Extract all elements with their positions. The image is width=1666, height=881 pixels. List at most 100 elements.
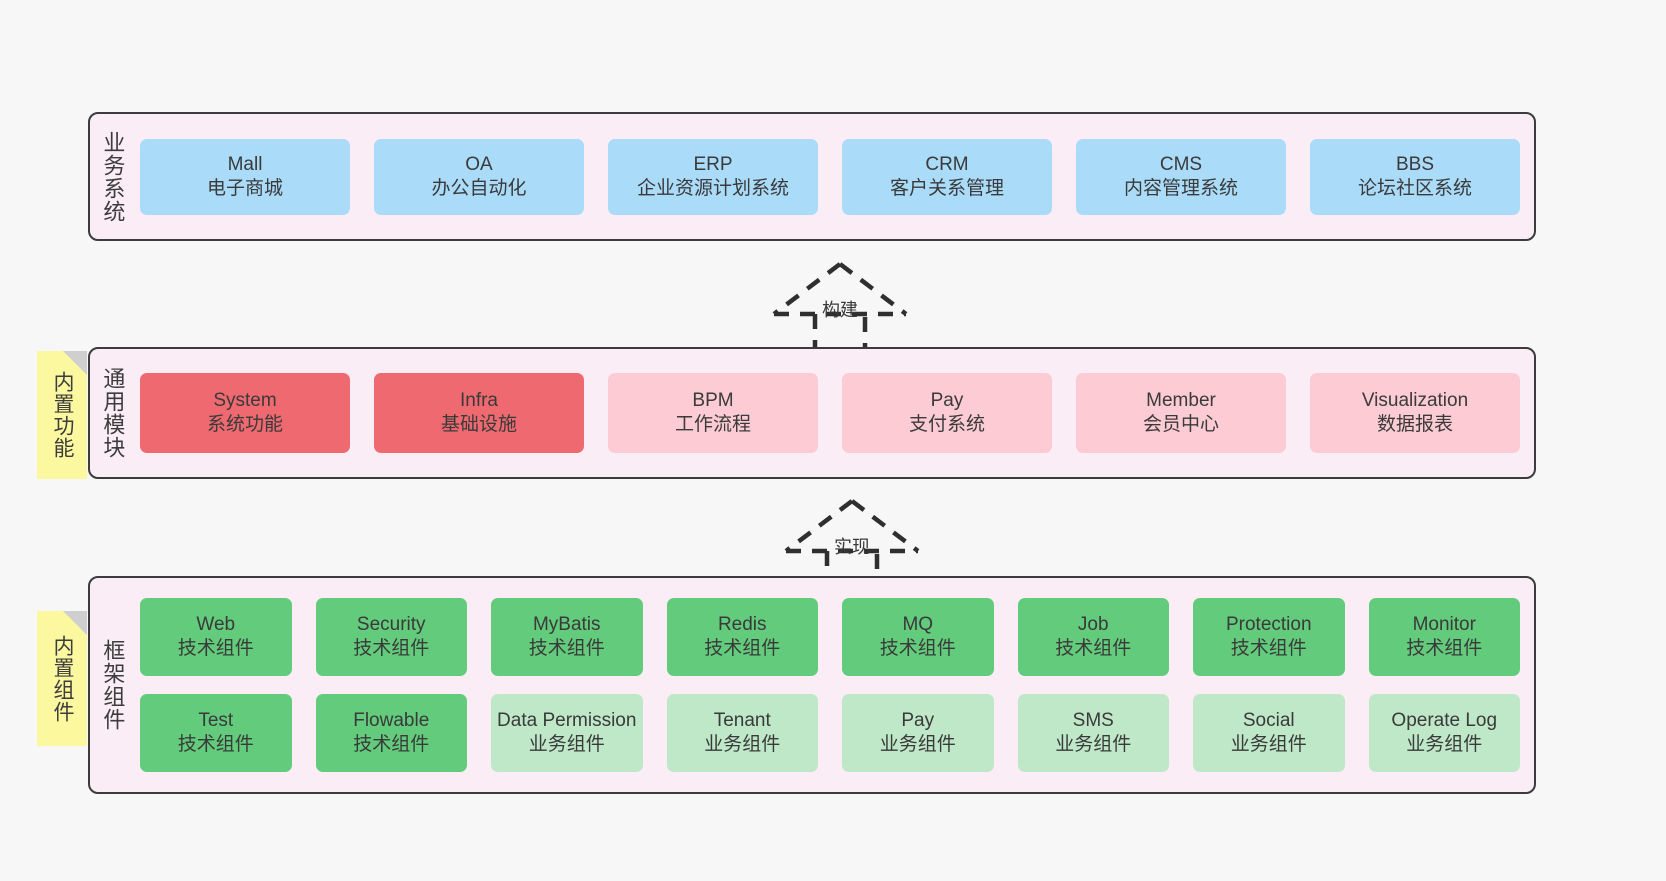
arrow-realize-label: 实现 bbox=[834, 537, 870, 557]
card-title: BBS bbox=[1395, 153, 1435, 175]
card-subtitle: 技术组件 bbox=[1055, 638, 1132, 659]
card-title: Test bbox=[198, 710, 234, 732]
layer-body-business-systems: Mall 电子商城 OA 办公自动化 ERP 企业资源计划系统 CRM 客户关系… bbox=[134, 114, 1534, 239]
card-title: Flowable bbox=[353, 710, 430, 732]
card-title: Data Permission bbox=[497, 710, 637, 732]
card-subtitle: 业务组件 bbox=[1055, 734, 1132, 755]
card-row: Test 技术组件 Flowable 技术组件 Data Permission … bbox=[140, 694, 1520, 772]
card-job[interactable]: Job 技术组件 bbox=[1017, 598, 1169, 676]
card-subtitle: 业务组件 bbox=[704, 734, 781, 755]
card-crm[interactable]: CRM 客户关系管理 bbox=[842, 138, 1052, 215]
card-row: System 系统功能 Infra 基础设施 BPM 工作流程 Pay 支付系统… bbox=[140, 373, 1520, 453]
card-erp[interactable]: ERP 企业资源计划系统 bbox=[608, 138, 818, 215]
card-visualization[interactable]: Visualization 数据报表 bbox=[1310, 373, 1520, 453]
layer-body-common-modules: System 系统功能 Infra 基础设施 BPM 工作流程 Pay 支付系统… bbox=[134, 349, 1534, 477]
card-member[interactable]: Member 会员中心 bbox=[1076, 373, 1286, 453]
card-subtitle: 电子商城 bbox=[206, 177, 283, 199]
layer-body-framework-components: Web 技术组件 Security 技术组件 MyBatis 技术组件 Redi… bbox=[134, 578, 1534, 792]
card-subtitle: 技术组件 bbox=[177, 734, 254, 755]
card-title: Operate Log bbox=[1391, 710, 1498, 732]
sticky-note-builtin-components: 内置组件 bbox=[37, 611, 87, 746]
card-bbs[interactable]: BBS 论坛社区系统 bbox=[1310, 138, 1520, 215]
card-subtitle: 会员中心 bbox=[1142, 414, 1219, 435]
card-web[interactable]: Web 技术组件 bbox=[140, 598, 292, 676]
sticky-note-label: 内置功能 bbox=[50, 371, 74, 459]
card-title: Tenant bbox=[713, 710, 771, 732]
card-subtitle: 技术组件 bbox=[177, 638, 254, 659]
layer-framework-components: 框架组件 Web 技术组件 Security 技术组件 MyBatis 技术组件… bbox=[88, 576, 1536, 794]
card-title: Visualization bbox=[1361, 390, 1469, 412]
card-subtitle: 工作流程 bbox=[674, 414, 751, 435]
card-title: Mall bbox=[227, 153, 263, 175]
card-sms[interactable]: SMS 业务组件 bbox=[1017, 694, 1169, 772]
card-title: CMS bbox=[1159, 153, 1203, 175]
card-title: Member bbox=[1146, 390, 1216, 412]
card-infra[interactable]: Infra 基础设施 bbox=[374, 373, 584, 453]
card-subtitle: 数据报表 bbox=[1376, 414, 1453, 435]
sticky-note-builtin-features: 内置功能 bbox=[37, 351, 87, 479]
card-pay[interactable]: Pay 支付系统 bbox=[842, 373, 1052, 453]
card-cms[interactable]: CMS 内容管理系统 bbox=[1076, 138, 1286, 215]
layer-title-common-modules: 通用模块 bbox=[100, 367, 126, 459]
card-operate-log[interactable]: Operate Log 业务组件 bbox=[1368, 694, 1520, 772]
card-test[interactable]: Test 技术组件 bbox=[140, 694, 292, 772]
card-title: SMS bbox=[1072, 710, 1114, 732]
card-title: Pay bbox=[901, 710, 935, 732]
card-title: Monitor bbox=[1412, 614, 1476, 636]
card-subtitle: 支付系统 bbox=[908, 414, 985, 435]
card-subtitle: 技术组件 bbox=[1230, 638, 1307, 659]
card-subtitle: 论坛社区系统 bbox=[1357, 177, 1472, 199]
card-title: Infra bbox=[459, 390, 499, 412]
card-title: Pay bbox=[930, 390, 964, 412]
arrow-build: 构建 bbox=[760, 258, 920, 354]
card-pay-business[interactable]: Pay 业务组件 bbox=[842, 694, 994, 772]
card-subtitle: 技术组件 bbox=[353, 734, 430, 755]
card-title: Redis bbox=[717, 614, 767, 636]
card-subtitle: 业务组件 bbox=[879, 734, 956, 755]
layer-title-business-systems: 业务系统 bbox=[100, 130, 126, 223]
card-title: CRM bbox=[925, 153, 969, 175]
card-subtitle: 基础设施 bbox=[440, 414, 517, 435]
card-oa[interactable]: OA 办公自动化 bbox=[374, 138, 584, 215]
card-title: MQ bbox=[902, 614, 934, 636]
card-system[interactable]: System 系统功能 bbox=[140, 373, 350, 453]
card-title: Social bbox=[1242, 710, 1295, 732]
card-subtitle: 办公自动化 bbox=[431, 177, 527, 199]
card-title: BPM bbox=[692, 390, 734, 412]
card-protection[interactable]: Protection 技术组件 bbox=[1193, 598, 1345, 676]
layer-title-framework-components: 框架组件 bbox=[100, 639, 126, 731]
card-subtitle: 业务组件 bbox=[1230, 734, 1307, 755]
card-row: Mall 电子商城 OA 办公自动化 ERP 企业资源计划系统 CRM 客户关系… bbox=[140, 138, 1520, 215]
card-title: System bbox=[213, 390, 277, 412]
card-monitor[interactable]: Monitor 技术组件 bbox=[1368, 598, 1520, 676]
card-mybatis[interactable]: MyBatis 技术组件 bbox=[491, 598, 643, 676]
card-subtitle: 技术组件 bbox=[528, 638, 605, 659]
card-title: Web bbox=[196, 614, 236, 636]
card-title: Job bbox=[1077, 614, 1109, 636]
card-redis[interactable]: Redis 技术组件 bbox=[666, 598, 818, 676]
card-mq[interactable]: MQ 技术组件 bbox=[842, 598, 994, 676]
layer-business-systems: 业务系统 Mall 电子商城 OA 办公自动化 ERP 企业资源计划系统 CRM… bbox=[88, 112, 1536, 241]
card-subtitle: 业务组件 bbox=[528, 734, 605, 755]
sticky-note-label: 内置组件 bbox=[50, 634, 74, 723]
card-subtitle: 客户关系管理 bbox=[889, 177, 1004, 199]
card-security[interactable]: Security 技术组件 bbox=[315, 598, 467, 676]
card-title: Protection bbox=[1225, 614, 1312, 636]
card-flowable[interactable]: Flowable 技术组件 bbox=[315, 694, 467, 772]
card-title: OA bbox=[465, 153, 493, 175]
layer-common-modules: 通用模块 System 系统功能 Infra 基础设施 BPM 工作流程 Pay… bbox=[88, 347, 1536, 479]
card-row: Web 技术组件 Security 技术组件 MyBatis 技术组件 Redi… bbox=[140, 598, 1520, 676]
card-tenant[interactable]: Tenant 业务组件 bbox=[666, 694, 818, 772]
card-subtitle: 技术组件 bbox=[1406, 638, 1483, 659]
card-subtitle: 业务组件 bbox=[1406, 734, 1483, 755]
card-data-permission[interactable]: Data Permission 业务组件 bbox=[491, 694, 643, 772]
card-title: ERP bbox=[693, 153, 733, 175]
card-mall[interactable]: Mall 电子商城 bbox=[140, 138, 350, 215]
card-subtitle: 内容管理系统 bbox=[1123, 177, 1238, 199]
card-subtitle: 技术组件 bbox=[353, 638, 430, 659]
card-bpm[interactable]: BPM 工作流程 bbox=[608, 373, 818, 453]
card-subtitle: 系统功能 bbox=[206, 414, 283, 435]
card-social[interactable]: Social 业务组件 bbox=[1193, 694, 1345, 772]
card-subtitle: 企业资源计划系统 bbox=[636, 177, 789, 199]
